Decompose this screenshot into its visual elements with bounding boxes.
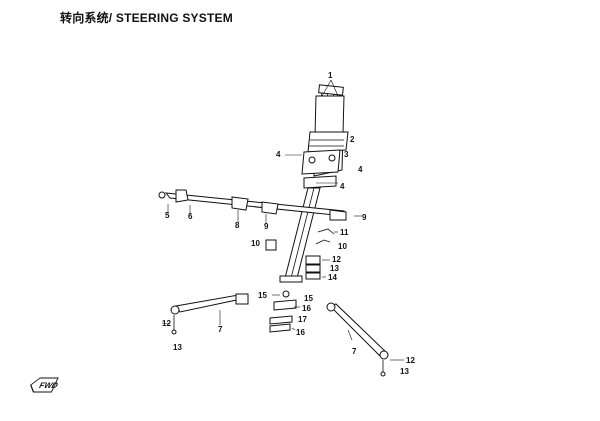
callout-13-left: 13: [173, 343, 182, 352]
callout-9-left: 9: [264, 222, 269, 231]
callout-13-mid: 13: [330, 264, 339, 273]
upper-link-rod: [158, 189, 347, 221]
callout-14: 14: [328, 273, 337, 282]
callout-16-upper: 16: [302, 304, 311, 313]
callout-13-right: 13: [400, 367, 409, 376]
callout-3: 3: [344, 150, 349, 159]
callout-7-left: 7: [218, 325, 223, 334]
left-tie-rod: [170, 293, 249, 335]
callout-11: 11: [340, 228, 349, 237]
upper-column: [301, 95, 349, 189]
callout-10-right: 10: [338, 242, 347, 251]
callout-9-right: 9: [362, 213, 367, 222]
callout-16-lower: 16: [296, 328, 305, 337]
callout-2: 2: [350, 135, 355, 144]
callout-4-right: 4: [358, 165, 363, 174]
callout-4-left: 4: [276, 150, 281, 159]
callout-10-left: 10: [251, 239, 260, 248]
callout-5: 5: [165, 211, 170, 220]
callout-12-left: 12: [162, 319, 171, 328]
callout-6: 6: [188, 212, 193, 221]
callout-1: 1: [328, 71, 333, 80]
callout-12-mid: 12: [332, 255, 341, 264]
callout-4-lower: 4: [340, 182, 345, 191]
middle-hardware: [265, 228, 335, 280]
right-tie-rod: [326, 302, 389, 377]
callout-12-right: 12: [406, 356, 415, 365]
callout-15-left: 15: [258, 291, 267, 300]
callout-17: 17: [298, 315, 307, 324]
page-title: 转向系统/ STEERING SYSTEM: [60, 11, 233, 25]
lower-column-parts: [269, 275, 303, 333]
callout-7-right: 7: [352, 347, 357, 356]
fwd-label: FWD: [37, 380, 60, 389]
callout-15-right: 15: [304, 294, 313, 303]
fwd-arrow-icon: FWD: [30, 377, 60, 393]
leader-lines: [161, 154, 404, 361]
callout-8: 8: [235, 221, 240, 230]
callout-labels: 1 2 3 4 4 4 5 6 8 9 9 10 10 11 12 13 14 …: [162, 71, 415, 376]
